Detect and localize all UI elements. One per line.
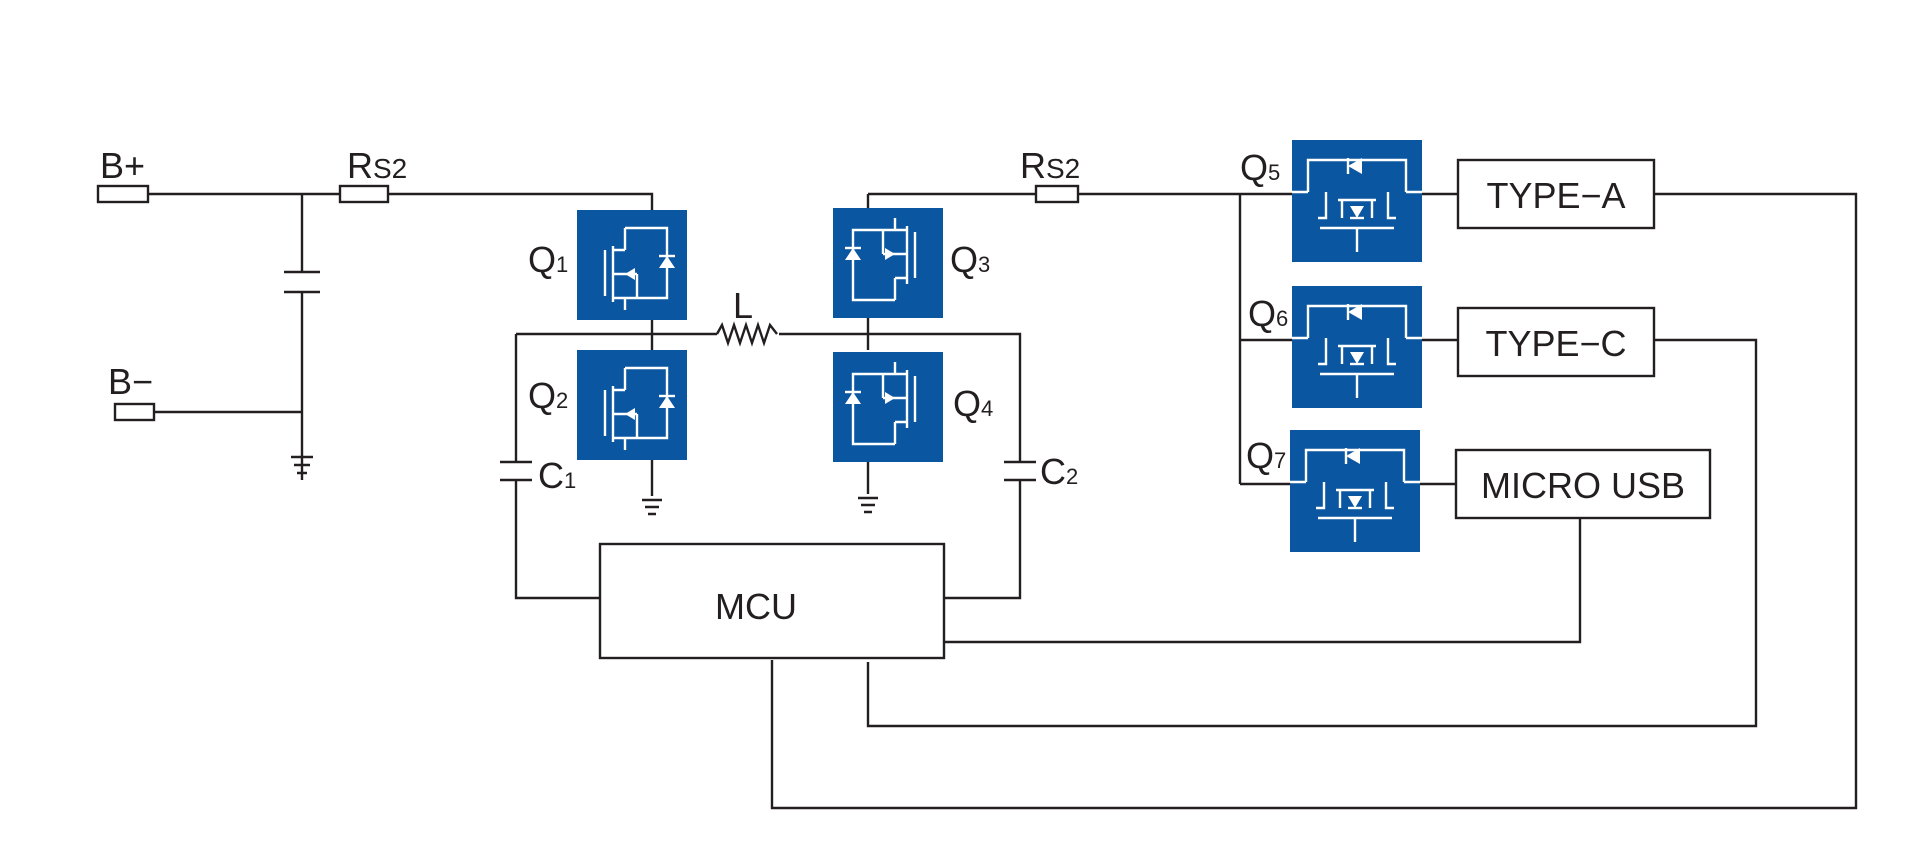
type-c-block xyxy=(1456,306,1656,378)
type-a-block xyxy=(1456,158,1656,230)
q7-label: Q7 xyxy=(1246,435,1286,476)
c1-label: C1 xyxy=(538,455,576,496)
bplus-label: B+ xyxy=(100,145,145,186)
mcu-label: MCU xyxy=(715,586,797,627)
rs-right-label: RS2 xyxy=(1020,145,1080,186)
q1-label: Q1 xyxy=(528,239,568,280)
q3-label: Q3 xyxy=(950,239,990,280)
type-a-label: TYPE−A xyxy=(1486,175,1625,216)
rs-right-resistor xyxy=(1034,184,1080,204)
q2-label: Q2 xyxy=(528,375,568,416)
output-wiring xyxy=(770,192,1858,810)
micro-usb-block xyxy=(1454,448,1712,520)
q7-mosfet xyxy=(1290,430,1420,552)
bridge-wiring xyxy=(514,192,1240,600)
bminus-terminal xyxy=(113,402,156,422)
c1-capacitor xyxy=(500,460,532,482)
type-c-label: TYPE−C xyxy=(1485,323,1626,364)
q6-mosfet xyxy=(1292,286,1422,408)
rs-left-resistor xyxy=(338,184,390,204)
mcu-block xyxy=(598,542,946,660)
q2-mosfet xyxy=(577,350,687,460)
q6-label: Q6 xyxy=(1248,293,1288,334)
q3-mosfet xyxy=(833,208,943,318)
rs-left-label: RS2 xyxy=(347,145,407,186)
inductor-label: L xyxy=(733,285,753,326)
c2-label: C2 xyxy=(1040,451,1078,492)
q4-label: Q4 xyxy=(953,383,993,424)
bplus-terminal xyxy=(96,184,150,204)
q1-mosfet xyxy=(577,210,687,320)
input-wiring xyxy=(148,192,654,480)
q4-mosfet xyxy=(833,352,943,462)
q5-mosfet xyxy=(1292,140,1422,262)
input-capacitor xyxy=(284,270,320,294)
c2-capacitor xyxy=(1004,460,1036,482)
q5-label: Q5 xyxy=(1240,147,1280,188)
micro-usb-label: MICRO USB xyxy=(1481,465,1685,506)
bminus-label: B− xyxy=(108,361,153,402)
